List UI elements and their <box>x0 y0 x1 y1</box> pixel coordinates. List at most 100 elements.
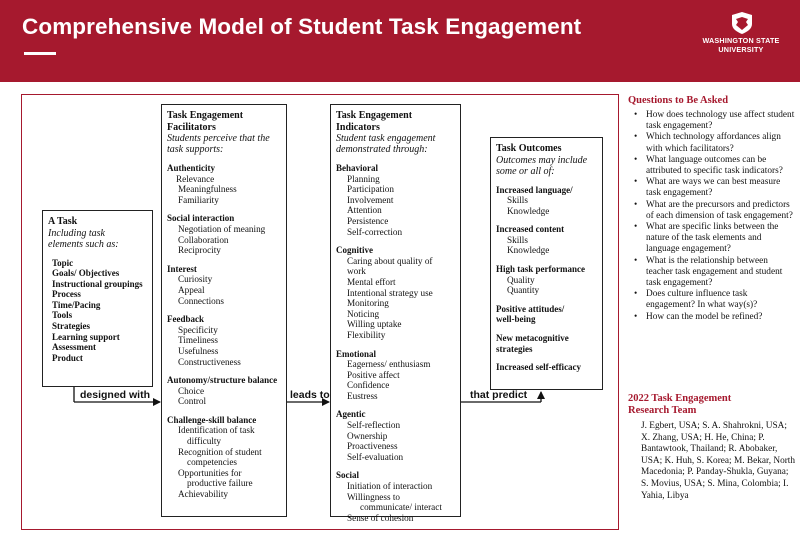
indicators-title: Task Engagement Indicators <box>336 110 413 133</box>
facilitators-subtitle-1: Students perceive that the <box>167 133 270 144</box>
category-item: Monitoring <box>347 298 389 309</box>
outcome-heading: High task performance <box>496 264 585 275</box>
task-element: Topic <box>52 257 74 268</box>
category-item: Relevance <box>176 173 215 184</box>
category-item: Willing uptake <box>347 319 402 330</box>
category-item: Timeliness <box>178 335 218 346</box>
university-logo: WASHINGTON STATE UNIVERSITY <box>700 12 782 60</box>
category-item: communicate/ interact <box>360 502 442 513</box>
outcome-item: Skills <box>507 195 528 206</box>
question-item: What are ways we can best measure task e… <box>628 177 796 199</box>
category-item: Attention <box>347 205 382 216</box>
category-item: Control <box>178 396 207 407</box>
category-item: Achievability <box>178 489 229 500</box>
category-item: Curiosity <box>178 274 213 285</box>
category-heading: Autonomy/structure balance <box>167 375 278 386</box>
facilitators-subtitle-2: task supports: <box>167 144 224 155</box>
task-element: Process <box>52 289 81 300</box>
category-heading: Interest <box>167 263 197 274</box>
outcome-heading: well-being <box>496 314 536 325</box>
category-item: Involvement <box>347 194 394 205</box>
team-heading-line1: 2022 Task Engagement <box>628 393 732 404</box>
question-item: What are specific links between the natu… <box>628 222 796 256</box>
task-title: A Task <box>48 216 78 227</box>
category-item: Reciprocity <box>178 245 221 256</box>
category-item: Eustress <box>347 390 378 401</box>
category-item: Sense of cohesion <box>347 512 414 523</box>
indicators-box: Task Engagement Indicators Student task … <box>330 104 461 523</box>
task-element: Tools <box>52 310 73 321</box>
category-item: Willingness to <box>347 491 400 502</box>
outcome-heading: Increased content <box>496 224 565 235</box>
outcome-heading: strategies <box>496 343 533 354</box>
category-item: Constructiveness <box>178 356 241 367</box>
category-heading: Agentic <box>336 409 366 420</box>
facilitators-box: Task Engagement Facilitators Students pe… <box>161 104 287 517</box>
category-item: Eagerness/ enthusiasm <box>347 359 431 370</box>
task-element: Time/Pacing <box>52 299 101 310</box>
outcomes-subtitle-2: some or all of: <box>496 165 555 177</box>
outcome-heading: New metacognitive <box>496 333 569 344</box>
logo-text-line2: UNIVERSITY <box>718 45 764 54</box>
team-heading-line2: Research Team <box>628 405 697 416</box>
category-heading: Emotional <box>336 348 377 359</box>
category-item: Caring about quality of work <box>347 255 433 277</box>
category-item: Recognition of student competencies <box>178 446 262 468</box>
questions-heading: Questions to Be Asked <box>628 95 729 106</box>
outcomes-title: Task Outcomes <box>496 143 562 154</box>
category-heading: Social <box>336 470 360 481</box>
outcome-item: Quantity <box>507 285 540 296</box>
outcome-item: Skills <box>507 234 528 245</box>
category-item: Specificity <box>178 324 218 335</box>
question-item: What language outcomes can be attributed… <box>628 155 796 177</box>
category-item: Opportunities for productive failure <box>178 467 253 489</box>
category-item: Collaboration <box>178 234 229 245</box>
category-item: Positive affect <box>347 369 400 380</box>
task-box: A Task Including task elements such as: … <box>42 210 153 387</box>
task-element: Assessment <box>52 342 96 353</box>
category-item: Usefulness <box>178 345 219 356</box>
outcome-item: Knowledge <box>507 245 550 256</box>
category-item: Choice <box>178 385 205 396</box>
label-designed-with: designed with <box>80 389 151 401</box>
label-leads-to: leads to <box>290 389 330 401</box>
category-item: Appeal <box>178 284 205 295</box>
cougar-head-icon <box>732 12 752 34</box>
task-element: Learning support <box>52 331 120 342</box>
model-frame <box>21 94 619 530</box>
facilitators-title: Task Engagement Facilitators <box>167 110 244 133</box>
category-heading: Social interaction <box>167 213 235 224</box>
logo-text-line1: WASHINGTON STATE <box>702 36 780 45</box>
questions-list: How does technology use affect student t… <box>628 110 796 323</box>
category-item: Negotiation of meaning <box>178 223 266 234</box>
question-item: How can the model be refined? <box>628 312 796 323</box>
question-item: How does technology use affect student t… <box>628 110 796 132</box>
category-item: Self-reflection <box>347 420 401 431</box>
category-item: Initiation of interaction <box>347 481 433 492</box>
category-item: Ownership <box>347 430 388 441</box>
outcome-item: Quality <box>507 274 535 285</box>
header-banner: Comprehensive Model of Student Task Enga… <box>0 0 800 82</box>
questions-panel: Questions to Be Asked How does technolog… <box>628 95 796 323</box>
question-item: Does culture influence task engagement? … <box>628 289 796 311</box>
outcome-heading: Increased language/ <box>496 184 573 195</box>
category-item: Confidence <box>347 380 390 391</box>
task-subtitle-1: Including task <box>48 227 105 239</box>
category-item: Proactiveness <box>347 441 398 452</box>
page-title: Comprehensive Model of Student Task Enga… <box>22 14 582 39</box>
task-element: Instructional groupings <box>52 278 143 289</box>
category-item: Mental effort <box>347 276 396 287</box>
category-item: Persistence <box>347 215 389 226</box>
outcome-item: Knowledge <box>507 205 550 216</box>
category-item: Flexibility <box>347 329 386 340</box>
category-item: Intentional strategy use <box>347 287 433 298</box>
question-item: What is the relationship between teacher… <box>628 256 796 290</box>
task-subtitle-2: elements such as: <box>48 238 119 250</box>
category-heading: Behavioral <box>336 163 378 173</box>
category-item: Self-evaluation <box>347 451 404 462</box>
indicators-subtitle-2: demonstrated through: <box>336 144 428 155</box>
task-element: Goals/ Objectives <box>52 268 120 279</box>
category-heading: Cognitive <box>336 245 373 256</box>
title-underline <box>24 52 56 55</box>
